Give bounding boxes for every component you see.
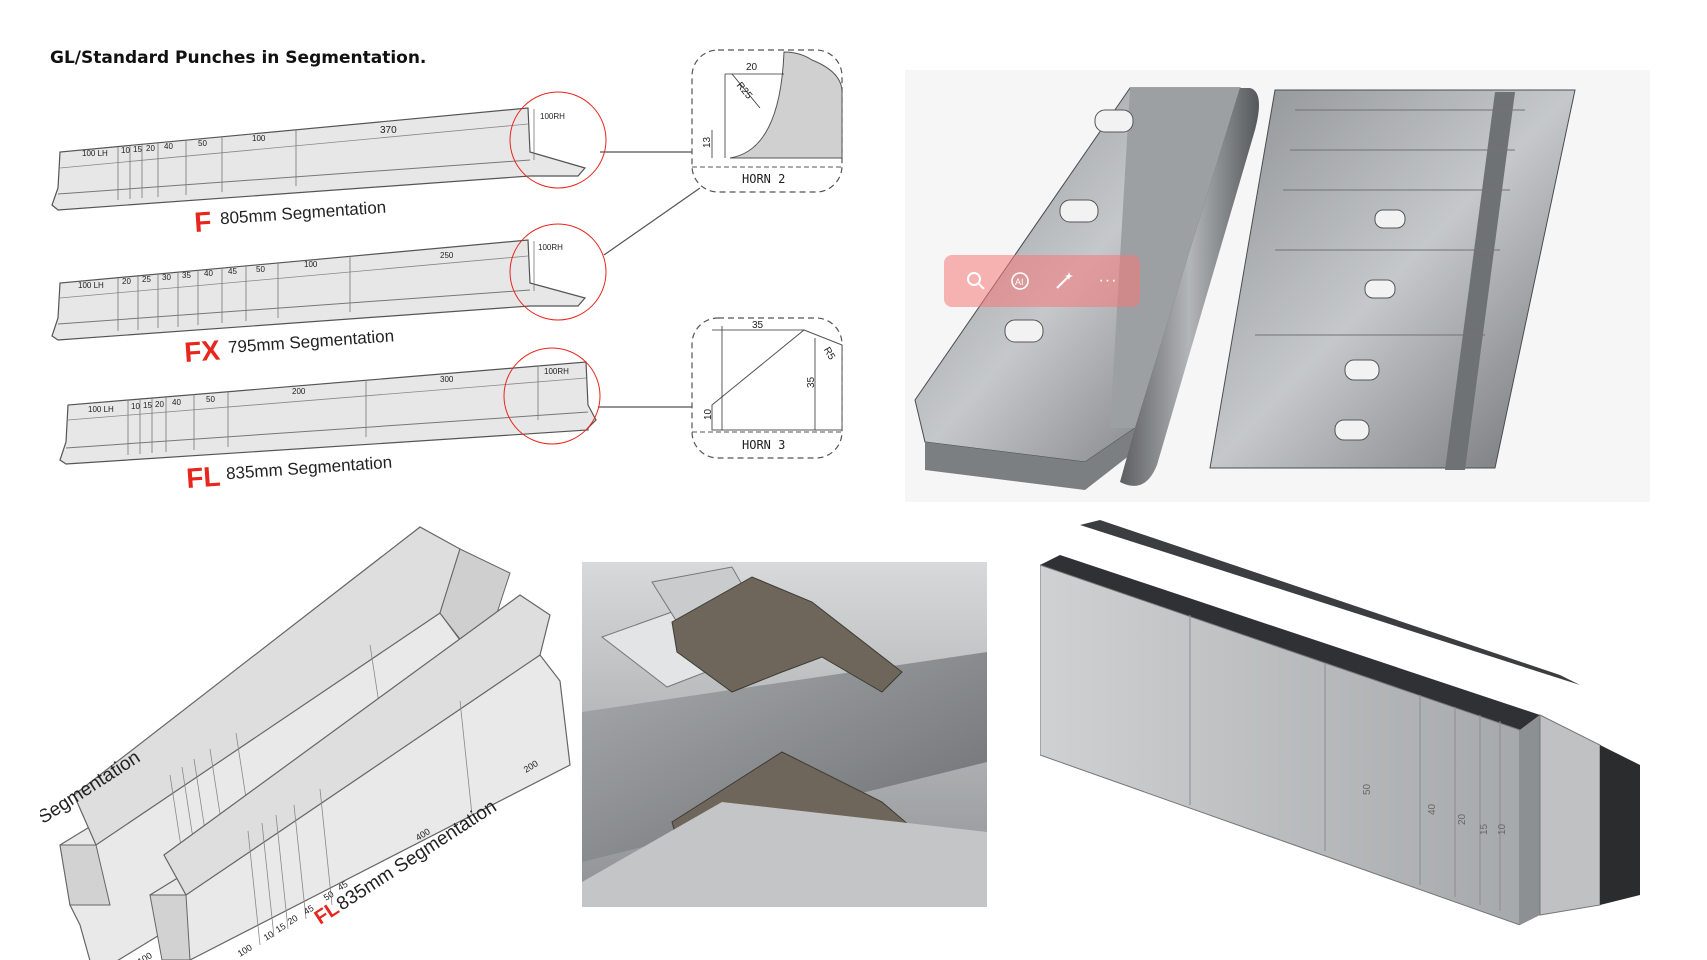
caption-text: 805mm Segmentation <box>219 198 386 229</box>
segment-label: 30 <box>162 273 171 282</box>
horn-3-label: HORN 3 <box>742 438 785 452</box>
search-icon[interactable] <box>961 266 991 296</box>
detail-circle <box>503 347 601 445</box>
horn-3-width: 35 <box>752 320 764 331</box>
segment-label: 100 LH <box>78 281 104 290</box>
page-title: GL/Standard Punches in Segmentation. <box>50 48 427 68</box>
detail-circle <box>509 91 607 189</box>
segment-label: 40 <box>164 142 173 151</box>
segment-label: 20 <box>155 400 164 409</box>
horn-2-width: 20 <box>746 62 758 73</box>
iso-fl-label: 100 <box>236 942 254 958</box>
segment-label: 100 LH <box>88 405 114 414</box>
segment-label: 370 <box>380 125 397 136</box>
segment-label: 100 LH <box>82 149 108 158</box>
magic-wand-icon[interactable] <box>1049 266 1079 296</box>
iso-fl-label: 45 <box>336 879 350 893</box>
segment-label: 20 <box>122 277 131 286</box>
horn-3-height: 35 <box>806 376 817 388</box>
horn-3-detail: 35 R5 35 10 HORN 3 <box>691 317 843 459</box>
block-mark: 40 <box>1427 803 1438 815</box>
caption-letter: FL <box>185 461 221 490</box>
block-mark: 20 <box>1457 813 1468 825</box>
segment-label: 250 <box>440 251 454 260</box>
caption-text: 835mm Segmentation <box>225 453 392 484</box>
segment-label: 10 <box>121 146 130 155</box>
segment-label: 50 <box>256 265 265 274</box>
horn-3-base: 10 <box>703 408 714 420</box>
segment-label: 200 <box>292 387 306 396</box>
punch-bar-fx: 100 LH 20 25 30 35 40 45 50 100 250 100R… <box>51 223 607 341</box>
punch-photo <box>905 70 1650 502</box>
iso-fl-label: 10 <box>262 929 276 943</box>
segment-label: 50 <box>198 139 207 148</box>
segment-label: 100RH <box>538 243 563 252</box>
punch-bar-fl: 100 LH 10 15 20 40 50 200 300 100RH <box>59 347 601 465</box>
segment-label: 40 <box>204 269 213 278</box>
segment-label: 100RH <box>540 112 565 121</box>
iso-fl-label: 20 <box>286 913 300 927</box>
punch-bar-f: 100 LH 10 15 20 40 50 100 370 100RH <box>51 91 607 211</box>
caption-letter: F <box>193 206 212 238</box>
segment-label: 10 <box>131 402 140 411</box>
svg-text:AI: AI <box>1015 277 1024 287</box>
iso-fl-label: 45 <box>302 903 316 917</box>
horn-2-height: 13 <box>702 136 713 148</box>
segmentation-drawing: 100 LH 10 15 20 40 50 100 370 100RH F 80… <box>51 49 843 490</box>
horn-2-label: HORN 2 <box>742 172 785 186</box>
iso-punch-fl: 100 10 15 20 45 50 45 400 200 FL 835mm S… <box>149 594 571 960</box>
segment-label: 100RH <box>544 367 569 376</box>
caption-fl: FL 835mm Segmentation <box>185 453 392 490</box>
segment-label: 25 <box>142 275 151 284</box>
ai-icon[interactable]: AI <box>1005 266 1035 296</box>
isometric-drawing: 100 10 15 20 40 50 370 200 F 805mm Segme… <box>40 526 571 960</box>
segment-label: 100 <box>304 260 318 269</box>
punch-die-photo <box>582 562 987 907</box>
segment-label: 15 <box>133 145 142 154</box>
segment-label: 40 <box>172 398 181 407</box>
segment-blocks-photo: 10 15 20 40 50 <box>1040 505 1660 925</box>
connector-line <box>603 187 701 256</box>
segment-label: 20 <box>146 144 155 153</box>
iso-fl-label: 50 <box>322 889 336 903</box>
segment-label: 35 <box>182 271 191 280</box>
horn-2-detail: 20 R25 13 HORN 2 <box>691 49 843 193</box>
more-icon[interactable]: ··· <box>1098 272 1118 289</box>
caption-f: F 805mm Segmentation <box>193 198 386 238</box>
iso-fl-label: 15 <box>274 921 288 935</box>
detail-circle <box>509 223 607 321</box>
caption-text: 795mm Segmentation <box>227 326 394 357</box>
block-mark: 10 <box>1497 823 1508 835</box>
segment-label: 50 <box>206 395 215 404</box>
caption-letter: FX <box>183 335 221 368</box>
segment-label: 300 <box>440 375 454 384</box>
segment-label: 15 <box>143 401 152 410</box>
block-mark: 50 <box>1362 783 1373 795</box>
image-toolbar: AI ··· <box>944 255 1140 307</box>
iso-f-label: 100 <box>136 950 154 960</box>
segment-label: 45 <box>228 267 237 276</box>
segment-label: 100 <box>252 134 266 143</box>
block-mark: 15 <box>1479 823 1490 835</box>
